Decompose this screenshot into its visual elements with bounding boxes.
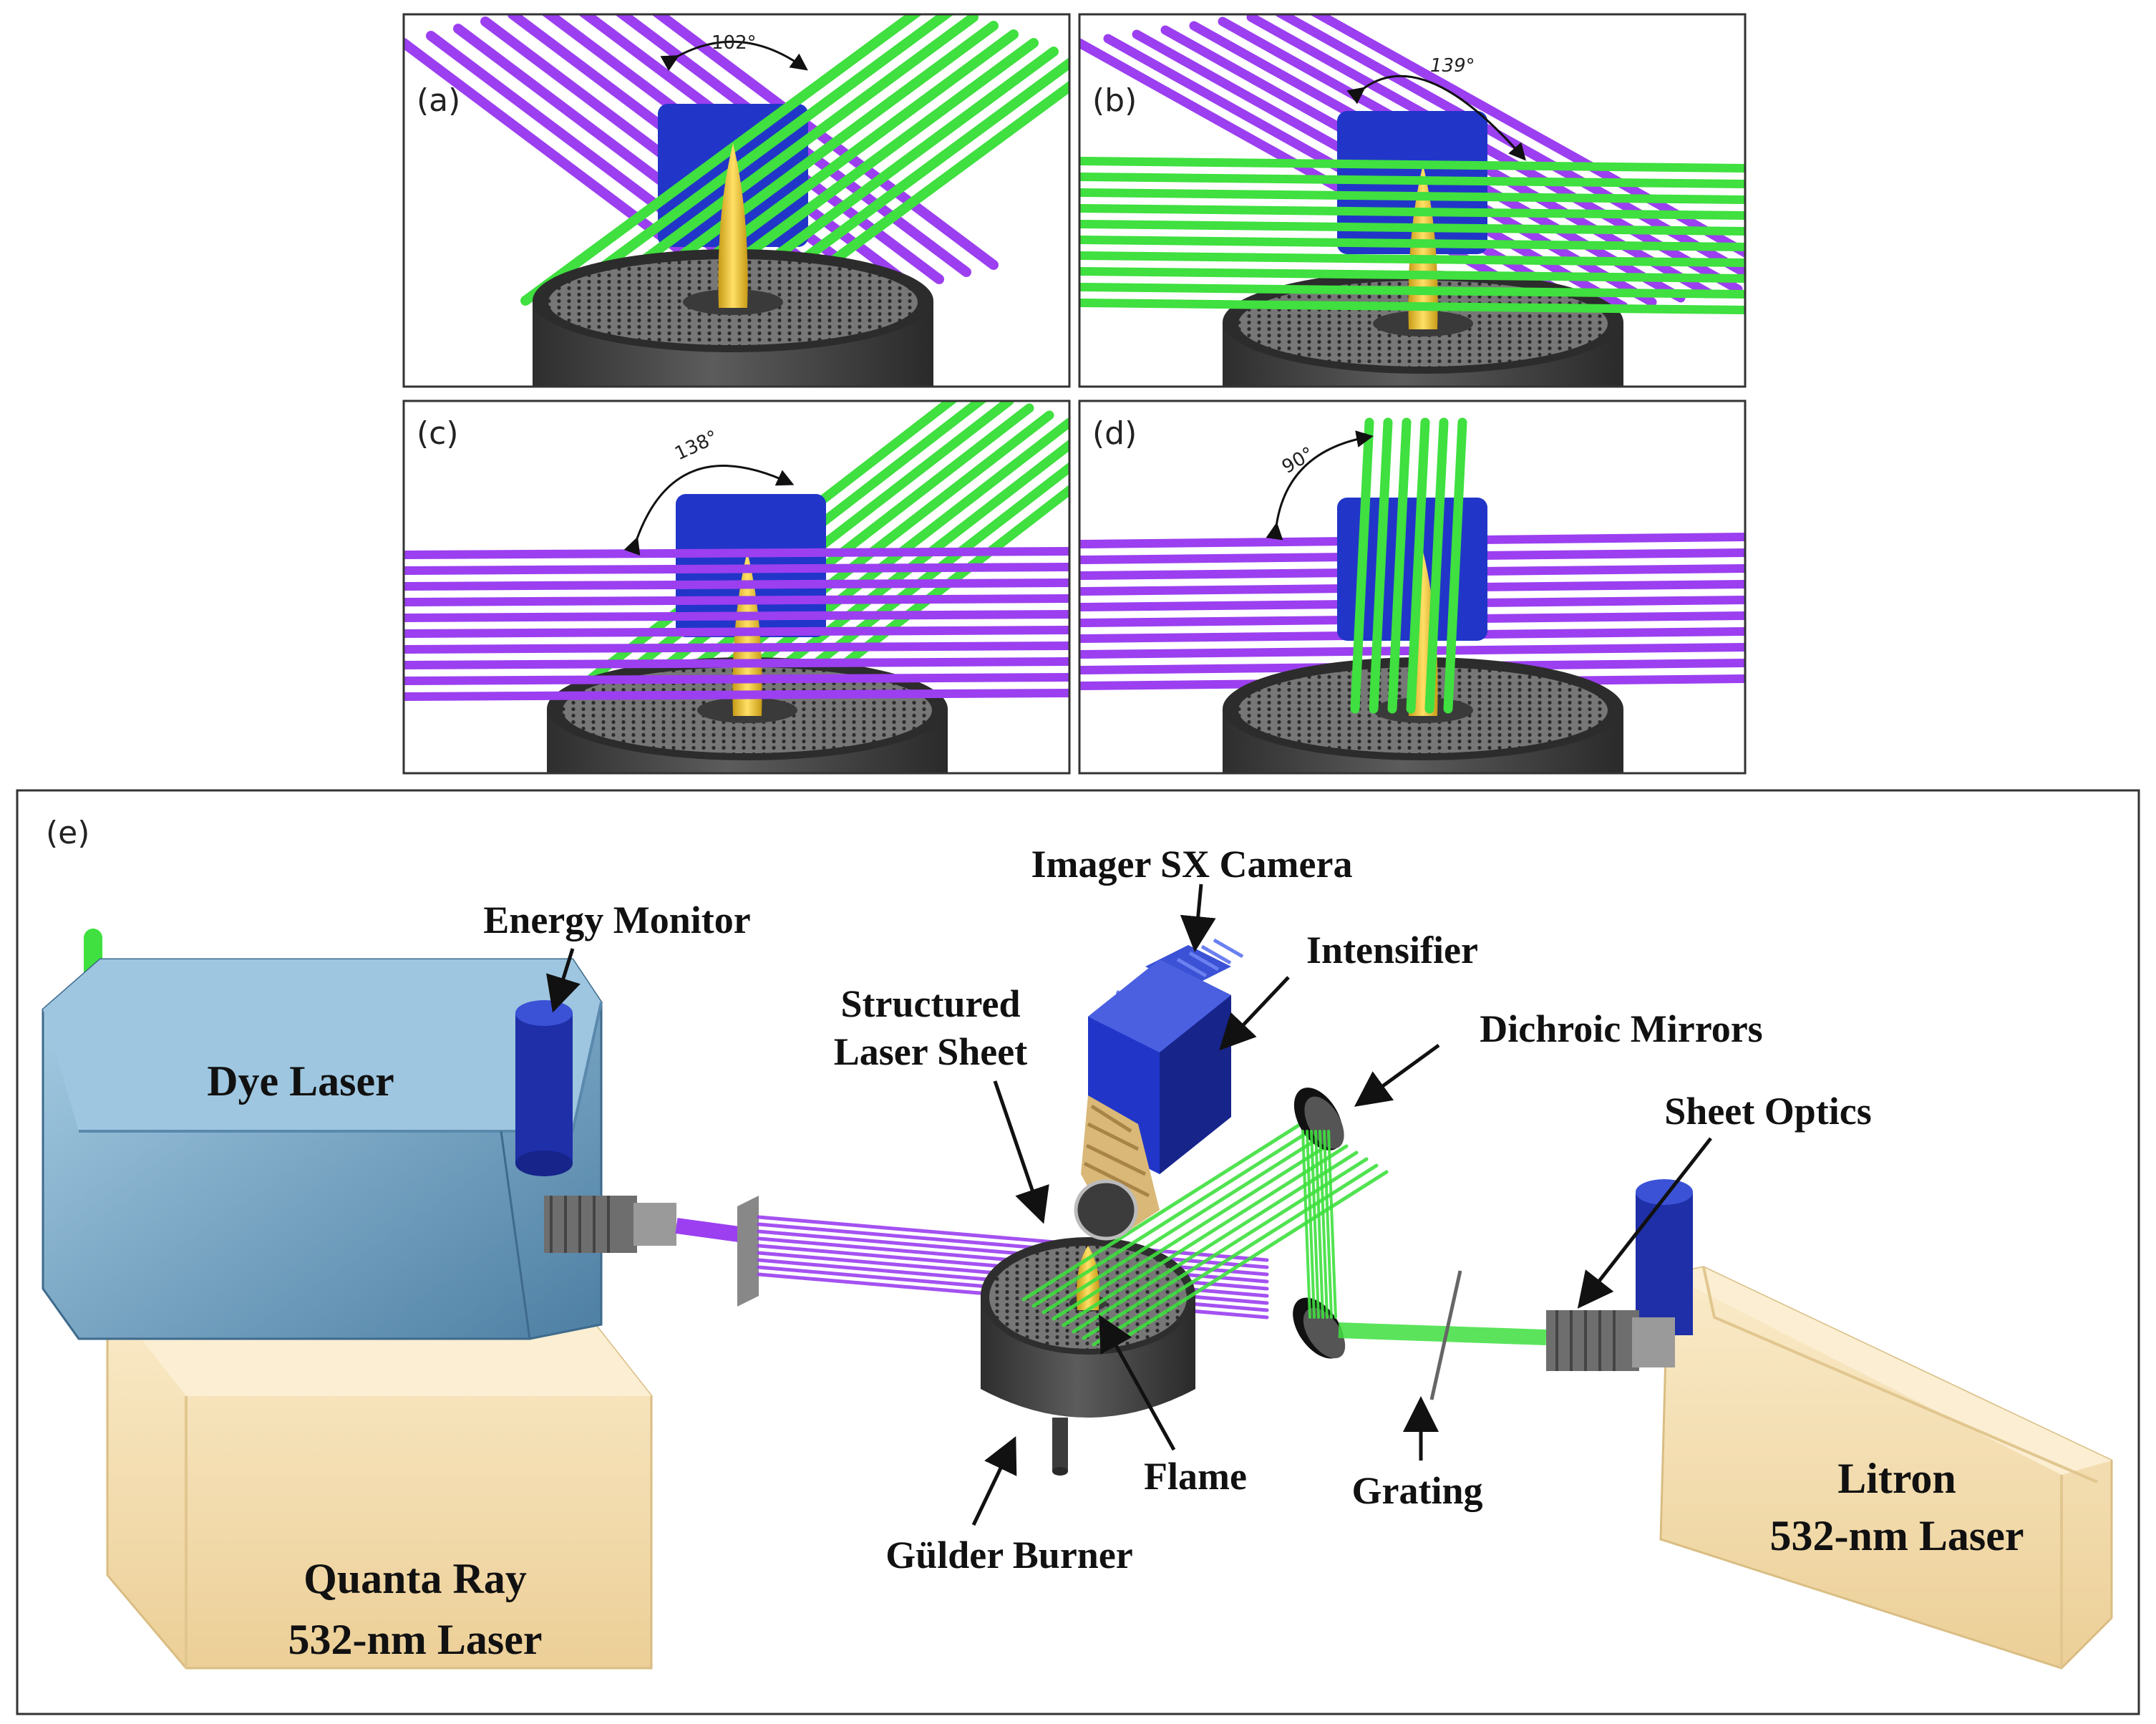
purple-beam-line [404, 594, 1069, 606]
litron-label-2: 532-nm Laser [1770, 1512, 2024, 1559]
green-beam-line [1424, 417, 1449, 714]
purple-beam-line [404, 563, 1069, 575]
green-sheet-line [1102, 1170, 1389, 1353]
green-sheet-line [1062, 1144, 1349, 1327]
mirror-beam-line [1323, 1130, 1333, 1319]
angle-arc-c [623, 465, 795, 556]
green-beam-line [1079, 236, 1745, 251]
panel-b: 139° (b) [1078, 13, 1747, 388]
angle-arc-a [660, 40, 808, 72]
grating-label: Grating [1352, 1469, 1483, 1512]
green-beam-line [1079, 283, 1745, 299]
mirror-beam-line [1319, 1130, 1329, 1319]
quanta-ray-label-2: 532-nm Laser [288, 1616, 543, 1663]
camera-label: Imager SX Camera [1031, 843, 1353, 886]
intensifier [1074, 1095, 1160, 1241]
mirror-beam-line [1306, 1130, 1316, 1319]
green-beam-to-mirror [1338, 1322, 1547, 1345]
panel-letter-d: (d) [1092, 415, 1137, 452]
panel-letter-a: (a) [417, 82, 460, 119]
green-beam-line [1079, 157, 1745, 173]
purple-beam-line [404, 689, 1069, 701]
angle-arc-d [1266, 430, 1374, 541]
angle-label-b: 139° [1430, 55, 1475, 77]
panel-letter-b: (b) [1092, 82, 1137, 119]
purple-beam-line [404, 547, 1069, 559]
purple-beam-line [404, 657, 1069, 669]
camera-fin [1176, 957, 1208, 978]
purple-grating [737, 1196, 759, 1307]
flame-label: Flame [1144, 1455, 1247, 1498]
energy-monitor-label: Energy Monitor [483, 899, 750, 941]
purple-beam-line [404, 610, 1069, 622]
panel-c: 138° (c) [402, 399, 1071, 775]
green-beam-line [520, 14, 923, 306]
panel-letter-e: (e) [46, 815, 89, 851]
structured-green-sheet [1021, 1118, 1389, 1353]
purple-sheet-line [757, 1222, 1269, 1269]
green-beam-line [1079, 220, 1745, 236]
panel-letter-c: (c) [417, 415, 459, 452]
green-beam-line [1443, 417, 1467, 714]
sheet-optics [1546, 1179, 1693, 1371]
mirror-beam-line [1314, 1130, 1324, 1319]
purple-beam-input [675, 1218, 746, 1243]
structured-label-2: Laser Sheet [834, 1030, 1027, 1073]
green-beam-line [1387, 417, 1412, 714]
purple-beam-line [404, 641, 1069, 654]
callout-arrows [546, 883, 1712, 1526]
purple-sheet-line [757, 1215, 1269, 1262]
green-beam-line [1406, 417, 1430, 714]
purple-beam-line [404, 673, 1069, 685]
green-sheet-line [1041, 1131, 1329, 1314]
litron-label-1: Litron [1837, 1455, 1956, 1502]
dye-laser-label: Dye Laser [207, 1057, 394, 1105]
dye-laser: Dye Laser [42, 958, 603, 1340]
structured-label-1: Structured [841, 982, 1021, 1025]
green-beam-line [1079, 188, 1745, 204]
camera-fin [1213, 938, 1244, 959]
purple-beam-line [404, 626, 1069, 638]
purple-beam-line [404, 578, 1069, 591]
green-beam-line [1079, 299, 1745, 314]
purple-sheet-line [757, 1229, 1269, 1277]
grating [1429, 1270, 1462, 1400]
green-beam-line [1079, 204, 1745, 220]
green-beam-between-mirrors [1301, 1130, 1337, 1319]
litron-laser: Litron 532-nm Laser [1659, 1266, 2113, 1670]
panel-d: 90° (d) [1078, 399, 1747, 775]
mirror-beam-line [1301, 1130, 1311, 1319]
intensifier-label: Intensifier [1306, 929, 1478, 972]
camera-fin [1188, 951, 1220, 972]
panel-e: (e) Quanta Ray 532-nm Laser Dye Laser [16, 789, 2140, 1715]
quanta-ray-laser: Quanta Ray 532-nm Laser [106, 1294, 653, 1670]
purple-beam-line [1308, 14, 1745, 258]
green-sheet-line [1031, 1125, 1319, 1308]
dichroic-label: Dichroic Mirrors [1480, 1007, 1762, 1050]
green-sheet-line [1092, 1163, 1379, 1347]
green-beam-line [1079, 251, 1745, 267]
dye-laser-output-optics [544, 1196, 676, 1253]
burner-label: Gülder Burner [885, 1534, 1133, 1577]
green-beam-line [1369, 417, 1393, 714]
angle-label-a: 102° [712, 32, 757, 54]
quanta-ray-label-1: Quanta Ray [304, 1555, 527, 1602]
green-sheet-line [1082, 1157, 1369, 1340]
green-beam-line [1079, 267, 1745, 283]
green-beam-line [1079, 173, 1745, 188]
angle-arc-b [1346, 74, 1526, 161]
sheet-optics-label: Sheet Optics [1664, 1090, 1872, 1133]
green-sheet-line [1021, 1118, 1308, 1302]
energy-monitor [515, 1000, 573, 1176]
green-sheet-line [1052, 1138, 1339, 1321]
mirror-beam-line [1327, 1130, 1337, 1319]
mirror-beam-line [1310, 1130, 1320, 1319]
panel-a: 102° (a) [402, 13, 1071, 388]
green-beam-line [540, 14, 954, 314]
